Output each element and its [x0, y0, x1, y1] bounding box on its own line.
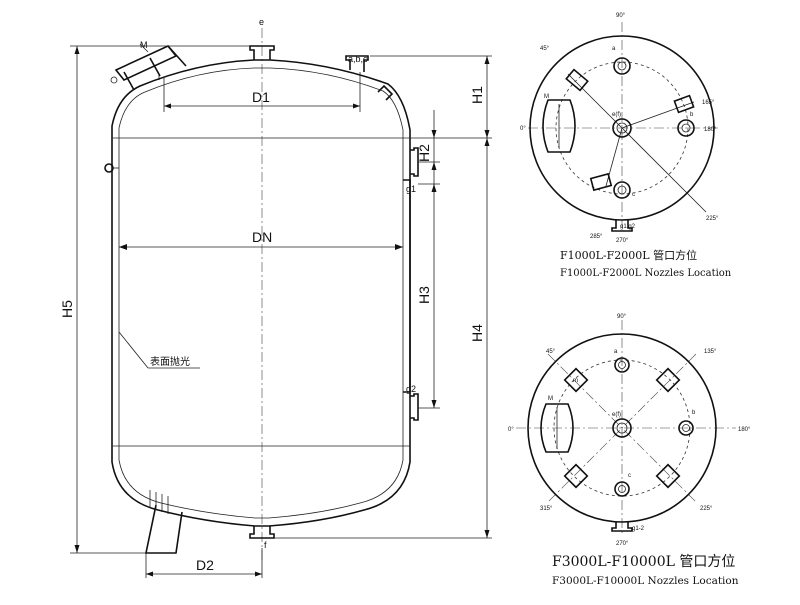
- plan2-angle-225: 225°: [700, 506, 713, 512]
- plan2-angle-135: 135°: [704, 349, 717, 355]
- plan1-sight-45: [565, 68, 589, 92]
- plan1-nozzle-b: [677, 119, 695, 137]
- plan1-sight-285: [589, 172, 613, 192]
- plan-view-large: 90° 45° 135° 0° 180° 315° 225° 270° M a …: [508, 314, 751, 587]
- plan2-caption-cn: F3000L-F10000L 管口方位: [552, 554, 735, 570]
- top-right-nozzle: [377, 84, 394, 101]
- vessel-liner: [118, 67, 404, 519]
- plan1-radial-225: [621, 127, 707, 213]
- manhole-handle: [110, 76, 118, 84]
- label-h1: H1: [469, 86, 485, 104]
- plan2-letter-m: M: [548, 396, 553, 402]
- plan2-letter-a: a: [614, 349, 618, 355]
- plan2-angle-45: 45°: [546, 349, 556, 355]
- plan1-letter-c: c: [632, 192, 635, 198]
- nozzle-abc: [345, 55, 369, 72]
- plan1-angle-285: 285°: [590, 234, 603, 240]
- label-dn: DN: [252, 229, 272, 245]
- plan1-letter-m: M: [544, 94, 549, 100]
- plan2-letter-b: b: [692, 410, 696, 416]
- plan1-angle-225: 225°: [706, 216, 719, 222]
- plan2-angle-315: 315°: [540, 506, 553, 512]
- plan1-manhole: [542, 99, 576, 153]
- plan1-radial-45: [567, 73, 623, 129]
- label-surface-polish: 表面抛光: [150, 355, 190, 368]
- plan2-bolt-circle: [553, 359, 691, 497]
- label-d1: D1: [252, 89, 270, 105]
- plan2-sight-135: [655, 367, 681, 393]
- plan1-outer-circle: [529, 35, 715, 221]
- plan2-sight-315: [563, 463, 589, 489]
- vessel-shell: [111, 59, 411, 527]
- plan1-angle-0: 0°: [520, 126, 526, 132]
- plan2-angle-90: 90°: [617, 314, 627, 320]
- manhole-neck: [123, 57, 161, 91]
- vessel-elevation: e f M l a,b,c g1 g2 D1 DN D2 H5 H1 H4 H2…: [59, 17, 492, 578]
- label-h3: H3: [416, 286, 432, 304]
- plan1-angle-180: 180°: [704, 127, 717, 133]
- plan2-letter-g: g1-2: [632, 526, 645, 532]
- plan2-letter-c: c: [628, 473, 631, 479]
- plan1-caption-en: F1000L-F2000L Nozzles Location: [560, 268, 732, 279]
- plan1-nozzle-g: [611, 220, 633, 232]
- plan1-letter-a: a: [612, 46, 616, 52]
- jacket-nozzle-lower: [410, 393, 419, 421]
- label-abc: a,b,c: [348, 54, 368, 64]
- label-d2: D2: [196, 557, 214, 573]
- plan2-outer-circle: [527, 333, 717, 523]
- plan2-nozzle-ef: [612, 418, 632, 438]
- plan2-sight-225: [655, 463, 681, 489]
- plan1-sight-165: [673, 94, 695, 114]
- surface-leader: [118, 331, 149, 369]
- plan-view-small: 90° 0° 45° 165° 180° 225° 285° 270° M a …: [520, 13, 732, 279]
- h2-arrows: [431, 130, 437, 170]
- bottom-nozzle-f: [249, 526, 275, 539]
- plan2-manhole: [540, 403, 574, 453]
- label-f: f: [264, 540, 267, 550]
- plan1-angle-270: 270°: [616, 238, 629, 244]
- label-manhole-m: M: [140, 40, 148, 50]
- plan2-letter-ef: e(f): [612, 412, 621, 418]
- manhole-leader: [139, 43, 149, 53]
- label-h4: H4: [469, 324, 485, 342]
- plan1-letter-g: g1.g2: [620, 224, 636, 230]
- plan1-angle-45: 45°: [540, 46, 550, 52]
- plan1-nozzle-ef: [612, 118, 632, 138]
- plan2-nozzle-g: [611, 522, 633, 532]
- manhole-hinge: [167, 45, 187, 67]
- jacket: [403, 179, 411, 393]
- plan1-nozzle-a: [613, 57, 631, 75]
- plan1-angle-90: 90°: [616, 13, 626, 19]
- plan1-letter-b: b: [690, 112, 694, 118]
- label-g2: g2: [406, 384, 416, 394]
- plan1-caption-cn: F1000L-F2000L 管口方位: [560, 248, 697, 262]
- plan1-letter-ef: e(f): [612, 112, 621, 118]
- plan2-nozzle-c: [614, 481, 630, 497]
- label-e: e: [259, 17, 264, 27]
- plan2-sight-45: [563, 367, 589, 393]
- plan1-radial-165: [621, 101, 695, 129]
- plan2-letter-m-sight: m: [573, 378, 578, 384]
- label-l: l: [158, 72, 160, 82]
- plan1-angle-165: 165°: [702, 100, 715, 106]
- plan2-angle-0: 0°: [508, 427, 514, 433]
- plan2-diag-2: [547, 353, 697, 503]
- plan2-angle-270: 270°: [616, 541, 629, 547]
- plan1-nozzle-c: [613, 181, 631, 199]
- support-leg: [145, 504, 183, 554]
- top-nozzle-e: [249, 45, 275, 60]
- label-h5: H5: [59, 300, 75, 318]
- plan2-nozzle-b: [678, 420, 694, 436]
- label-h2: H2: [416, 144, 432, 162]
- plan2-angle-180: 180°: [738, 427, 751, 433]
- plan2-caption-en: F3000L-F10000L Nozzles Location: [552, 575, 739, 587]
- label-g1: g1: [406, 184, 416, 194]
- plan2-nozzle-a: [614, 357, 630, 373]
